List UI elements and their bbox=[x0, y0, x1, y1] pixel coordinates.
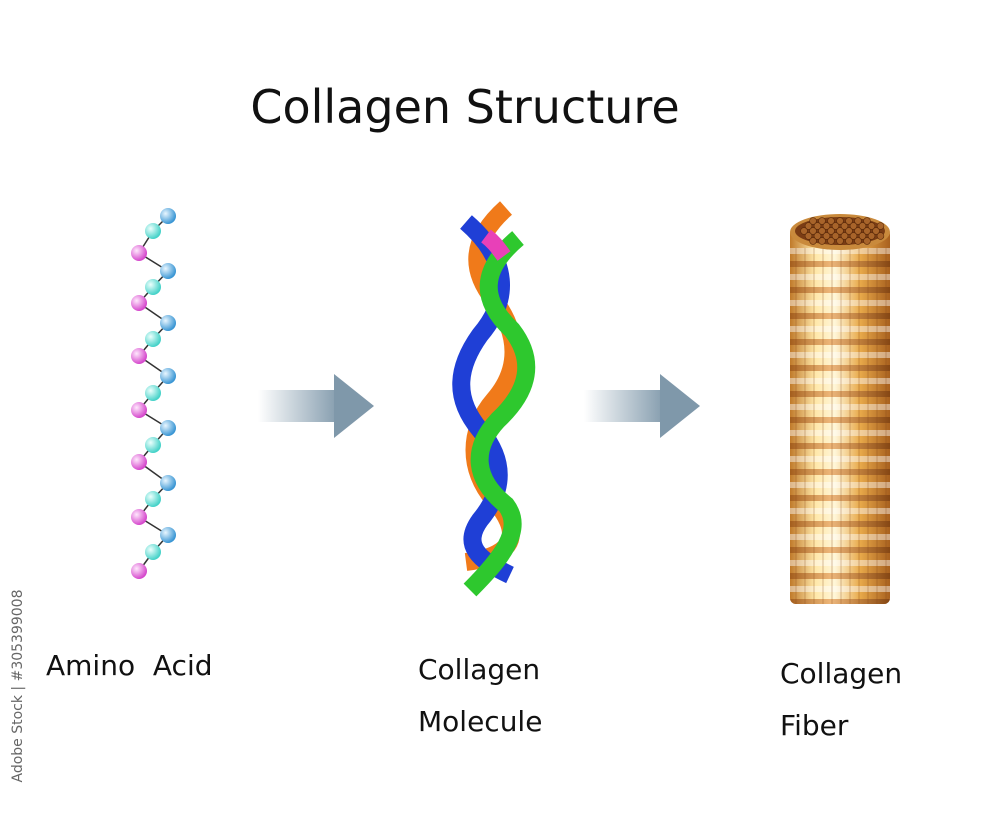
page-title: Collagen Structure bbox=[250, 80, 680, 134]
collagen-molecule-label-line1: Collagen bbox=[418, 653, 541, 686]
amino-acid-label-text: Amino Acid bbox=[46, 649, 213, 682]
collagen-fiber-cylinder bbox=[790, 214, 890, 604]
collagen-molecule-label: Collagen Molecule bbox=[418, 644, 542, 748]
collagen-fiber-label-line2: Fiber bbox=[780, 709, 849, 742]
stock-watermark: Adobe Stock | #305399008 bbox=[4, 572, 32, 800]
arrow-right-icon bbox=[584, 374, 700, 438]
collagen-molecule-label-line2: Molecule bbox=[418, 705, 543, 738]
triple-helix bbox=[452, 201, 536, 597]
arrow-right-icon bbox=[258, 374, 374, 438]
stock-watermark-text: Adobe Stock | #305399008 bbox=[10, 589, 26, 783]
collagen-fiber-label-line1: Collagen bbox=[780, 657, 903, 690]
amino-acid-chain bbox=[131, 208, 176, 579]
collagen-fiber-label: Collagen Fiber bbox=[780, 648, 902, 752]
amino-acid-label: Amino Acid bbox=[46, 640, 213, 692]
